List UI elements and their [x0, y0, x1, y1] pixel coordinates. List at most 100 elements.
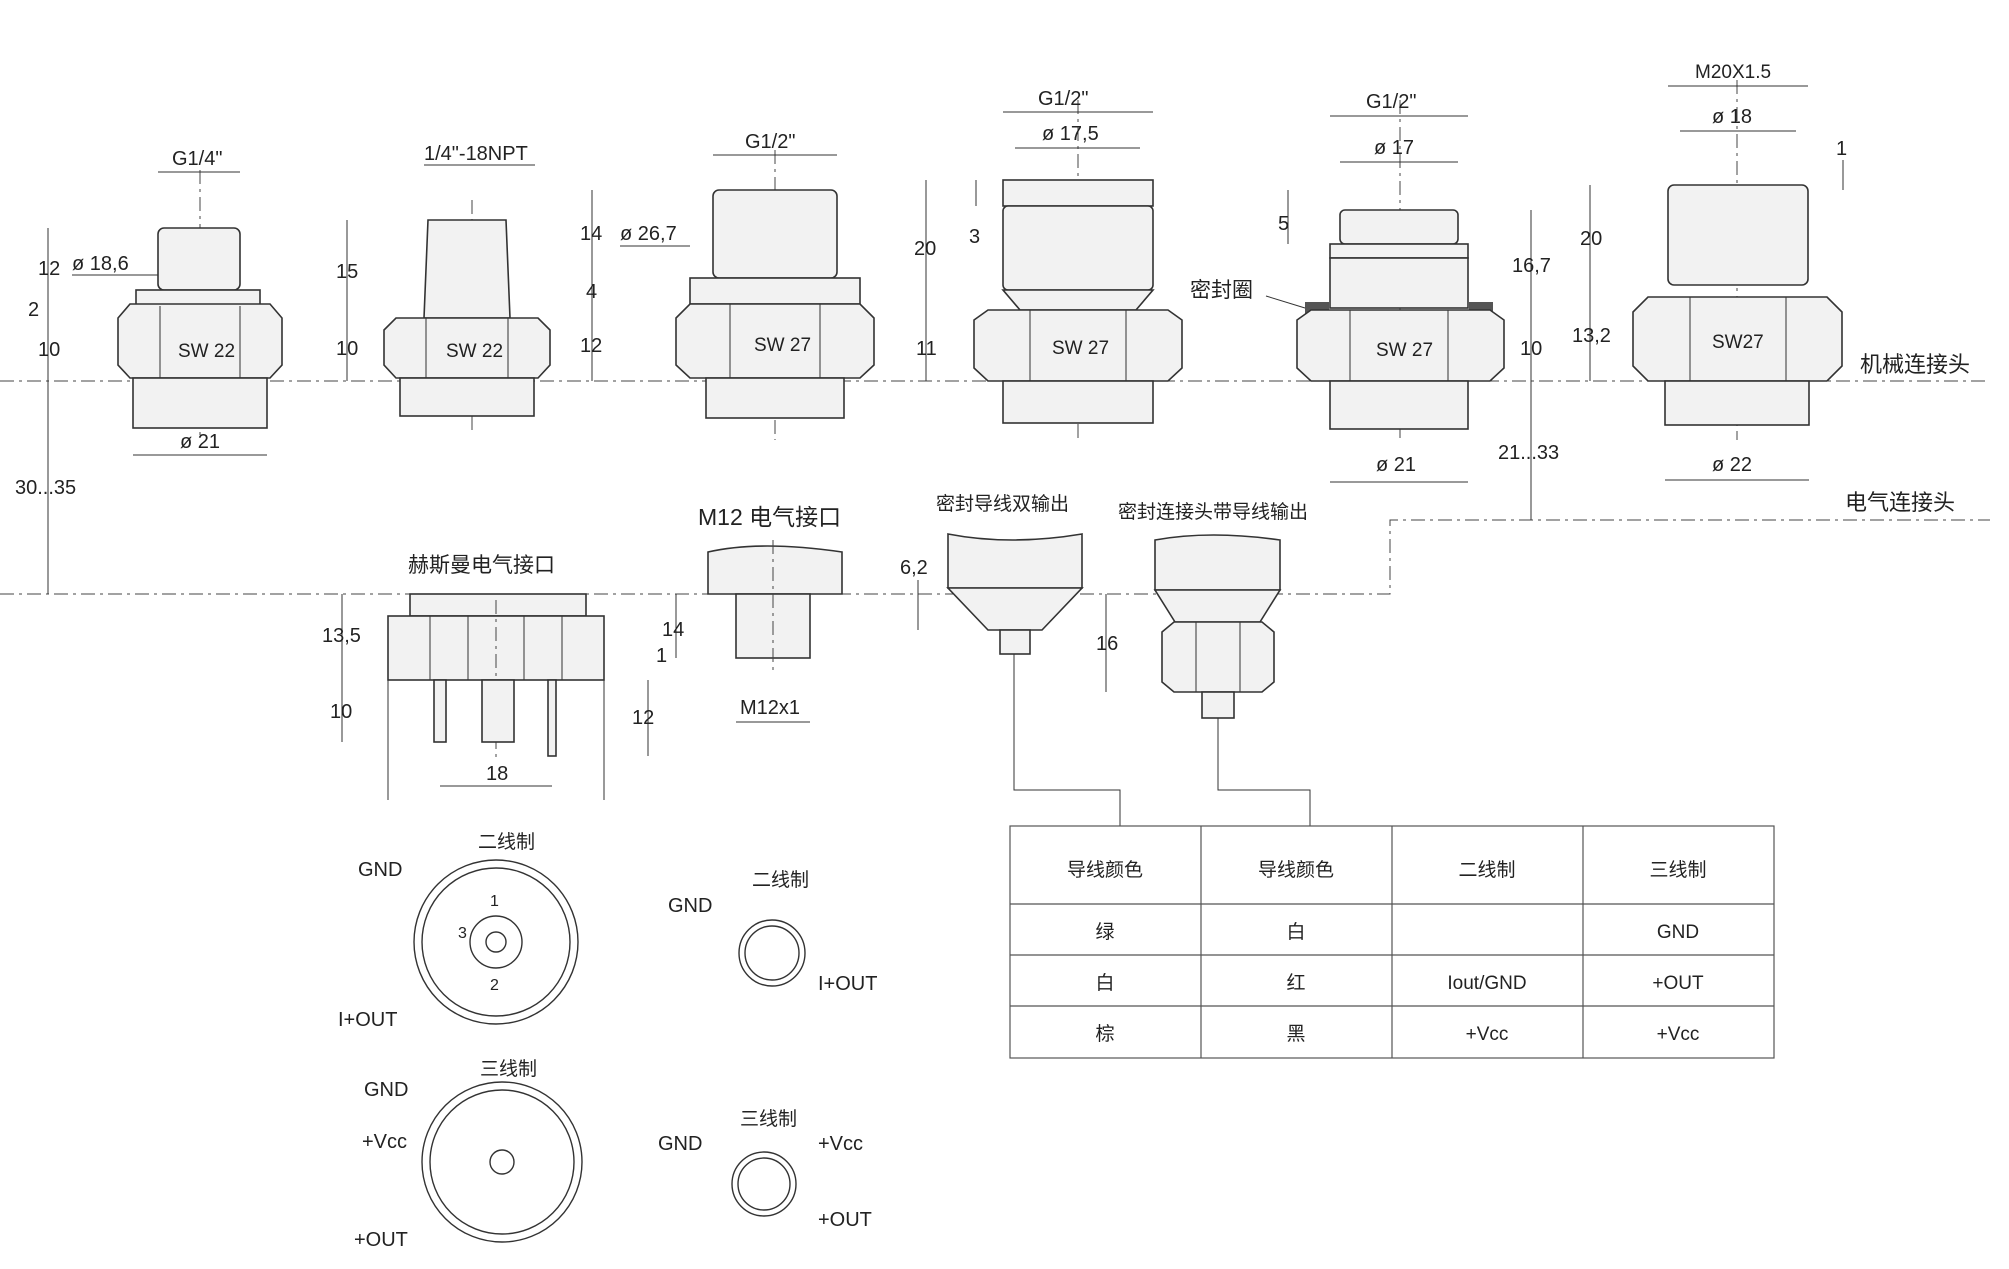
label-mechanical: 机械连接头: [1860, 352, 1970, 377]
wire-color-table: 导线颜色 导线颜色 二线制 三线制 绿 白 GND 白 红 Iout/GND +…: [1009, 825, 1775, 1059]
spanner-size: SW 27: [1052, 338, 1109, 359]
spanner-size: SW 27: [1376, 340, 1433, 361]
spanner-size: SW 22: [178, 341, 235, 362]
pinout-title: 二线制: [752, 869, 809, 891]
dim-label: 4: [586, 281, 597, 303]
pin-label-vcc: +Vcc: [362, 1131, 407, 1153]
pin-label-iout: I+OUT: [338, 1009, 397, 1031]
pinout-hirschmann-3wire: 三线制 GND +Vcc +OUT: [354, 1058, 583, 1251]
table-header: 二线制: [1458, 859, 1515, 881]
dim-label: 5: [1278, 213, 1289, 235]
hirschmann-title: 赫斯曼电气接口: [408, 554, 555, 577]
diameter-label: ø 22: [1712, 454, 1752, 476]
label-electrical: 电气连接头: [1845, 490, 1955, 515]
table-cell: +Vcc: [1657, 1024, 1700, 1045]
table-header: 导线颜色: [1258, 859, 1334, 881]
pin-label-gnd: GND: [658, 1133, 702, 1155]
dim-label: 18: [486, 763, 508, 785]
dim-label: 10: [1520, 338, 1542, 360]
table-cell: 白: [1095, 972, 1114, 994]
dim-label: 2: [28, 299, 39, 321]
connection-g12-a: SW 27 G1/2" ø 26,7 14 4 12: [580, 131, 875, 440]
table-cell: +Vcc: [1466, 1024, 1509, 1045]
pinout-title: 三线制: [480, 1058, 537, 1080]
pin-label-gnd: GND: [364, 1079, 408, 1101]
table-cell: 黑: [1286, 1024, 1305, 1045]
cable-double-output: 密封导线双输出 6,2: [900, 493, 1121, 826]
dim-label: 12: [38, 258, 60, 280]
thread-label: 1/4"-18NPT: [424, 143, 528, 165]
pin-label-out: +OUT: [818, 1209, 872, 1231]
diameter-label: ø 21: [1376, 454, 1416, 476]
dim-label: 3: [969, 226, 980, 248]
pin-label-gnd: GND: [358, 859, 402, 881]
dim-label: 11: [916, 338, 937, 360]
dim-label: 16,7: [1512, 255, 1551, 277]
diameter-label: ø 17: [1374, 137, 1414, 159]
connection-npt: SW 22 1/4"-18NPT 15 10: [336, 143, 551, 430]
dim-label: M12x1: [740, 697, 800, 719]
dim-range-right: 21...33: [1498, 442, 1559, 464]
cable-gland-output: 密封连接头带导线输出 16: [1096, 501, 1311, 826]
cable-double-title: 密封导线双输出: [936, 493, 1069, 515]
connection-g12-b: SW 27 G1/2" ø 17,5 20 3 11: [914, 88, 1183, 440]
dim-label: 12: [632, 707, 654, 729]
diameter-label: ø 26,7: [620, 223, 677, 245]
table-cell: 红: [1286, 972, 1305, 994]
thread-label: M20X1.5: [1695, 62, 1771, 83]
m12-connector: M12 电气接口 14 1 M12x1: [656, 504, 843, 723]
dim-label: 20: [1580, 228, 1602, 250]
pin-number: 1: [490, 893, 499, 910]
pin-number: 3: [458, 925, 467, 942]
dim-label: 16: [1096, 633, 1118, 655]
table-cell: GND: [1657, 922, 1699, 943]
dim-range-left: 30...35: [15, 477, 76, 499]
dim-label: 1: [1836, 138, 1847, 160]
connection-g14: SW 22 G1/4" ø 18,6 ø 21 12 2 10: [28, 148, 283, 456]
table-cell: 棕: [1095, 1023, 1114, 1045]
spanner-size: SW27: [1712, 332, 1764, 353]
dim-label: 10: [336, 338, 358, 360]
dim-label: 1: [656, 645, 667, 667]
table-cell: Iout/GND: [1447, 973, 1526, 994]
dim-label: 10: [38, 339, 60, 361]
dim-label: 10: [330, 701, 352, 723]
thread-label: G1/2": [1038, 88, 1088, 110]
connection-m20: SW27 M20X1.5 ø 18 ø 22 1 20 13,2: [1572, 62, 1847, 481]
dim-label: 15: [336, 261, 358, 283]
table-cell: 白: [1286, 921, 1305, 943]
pin-label-vcc: +Vcc: [818, 1133, 863, 1155]
spanner-size: SW 22: [446, 341, 503, 362]
table-header: 导线颜色: [1067, 859, 1143, 881]
m12-title: M12 电气接口: [698, 504, 841, 530]
pin-label-iout: I+OUT: [818, 973, 877, 995]
pinout-hirschmann-2wire: 二线制 GND I+OUT 1 2 3: [338, 831, 579, 1031]
spanner-size: SW 27: [754, 335, 811, 356]
thread-label: G1/4": [172, 148, 222, 170]
pin-label-gnd: GND: [668, 895, 712, 917]
dim-label: 6,2: [900, 557, 928, 579]
diameter-label: ø 21: [180, 431, 220, 453]
pin-number: 2: [490, 977, 499, 994]
electrical-reference-line: [0, 519, 1990, 595]
dim-label: 20: [914, 238, 936, 260]
pin-label-out: +OUT: [354, 1229, 408, 1251]
seal-ring-label: 密封圈: [1190, 279, 1253, 302]
pinout-m12-2wire: 二线制 GND I+OUT: [668, 869, 877, 995]
dim-label: 13,2: [1572, 325, 1611, 347]
table-header: 三线制: [1649, 859, 1706, 881]
connection-g12-seal: SW 27 G1/2" ø 17 ø 21 密封圈 5 16,7 10: [1190, 91, 1551, 483]
dim-label: 12: [580, 335, 602, 357]
diameter-label: ø 18: [1712, 106, 1752, 128]
dim-label: 14: [580, 223, 602, 245]
pinout-m12-3wire: 三线制 GND +Vcc +OUT: [658, 1108, 872, 1231]
cable-gland-title: 密封连接头带导线输出: [1118, 501, 1308, 523]
table-cell: +OUT: [1652, 973, 1704, 994]
thread-label: G1/2": [1366, 91, 1416, 113]
pinout-title: 二线制: [478, 831, 535, 853]
diameter-label: ø 18,6: [72, 253, 129, 275]
diameter-label: ø 17,5: [1042, 123, 1099, 145]
table-cell: 绿: [1095, 921, 1114, 943]
pinout-title: 三线制: [740, 1108, 797, 1130]
